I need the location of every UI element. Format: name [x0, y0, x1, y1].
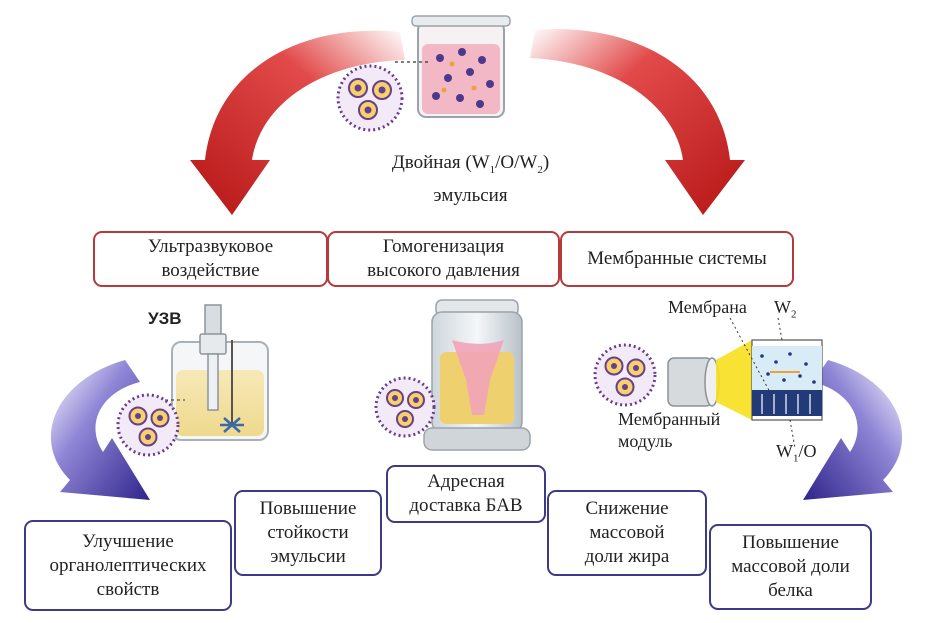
- droplet-icon-center: [374, 376, 436, 438]
- w1o-label-text: W: [776, 441, 793, 461]
- emulsion-sub-2: 2: [537, 163, 543, 176]
- emulsion-title: Двойная (W1/O/W2) эмульсия: [0, 150, 941, 209]
- method-homogenization-label: Гомогенизация высокого давления: [367, 236, 520, 281]
- w2-label-sub: 2: [791, 308, 797, 321]
- w2-label-text: W: [774, 297, 791, 317]
- w1o-label-sub: 1: [793, 452, 799, 465]
- emulsion-sub-1: 1: [489, 163, 496, 176]
- ultrasound-beaker-icon: [171, 304, 269, 441]
- method-membrane: Мембранные системы: [560, 231, 794, 287]
- uzv-label: УЗВ: [148, 309, 182, 328]
- outcome-fat: Снижение массовой доли жира: [547, 490, 707, 576]
- w2-label: W2: [774, 296, 797, 326]
- emulsion-line2: эмульсия: [433, 184, 508, 206]
- outcome-delivery: Адресная доставка БАВ: [386, 465, 546, 523]
- outcome-fat-label: Снижение массовой доли жира: [584, 498, 670, 567]
- droplet-icon-left: [116, 393, 180, 457]
- emulsion-line1-c: ): [542, 152, 550, 173]
- membrane-module-label: Мембранный модуль: [618, 409, 721, 451]
- w1o-label: W1/O: [776, 440, 817, 470]
- homogenizer-icon: [423, 299, 531, 451]
- blue-arrow-left: [50, 360, 150, 500]
- method-membrane-label: Мембранные системы: [587, 248, 767, 269]
- beaker-icon: [411, 15, 511, 118]
- droplet-icon: [336, 64, 404, 132]
- outcome-stability: Повышение стойкости эмульсии: [234, 490, 382, 576]
- outcome-organoleptic-label: Улучшение органолептических свойств: [49, 530, 207, 600]
- membrane-pointers: [729, 317, 796, 449]
- outcome-stability-label: Повышение стойкости эмульсии: [259, 498, 357, 567]
- outcome-organoleptic: Улучшение органолептических свойств: [24, 520, 232, 611]
- method-ultrasound: Ультразвуковое воздействие: [93, 231, 328, 287]
- blue-arrow-right: [803, 360, 903, 500]
- method-homogenization: Гомогенизация высокого давления: [327, 231, 560, 287]
- emulsion-line1-b: /O/W: [495, 152, 538, 173]
- outcome-protein: Повышение массовой доли белка: [709, 524, 872, 610]
- red-arrow-left: [190, 30, 405, 216]
- membrane-cell-icon: [751, 339, 823, 421]
- emulsion-line1-a: Двойная (W: [391, 152, 490, 173]
- outcome-protein-label: Повышение массовой доли белка: [731, 532, 850, 601]
- red-arrow-right: [530, 29, 745, 216]
- droplet-icon-right: [593, 343, 657, 407]
- outcome-delivery-label: Адресная доставка БАВ: [409, 471, 523, 516]
- membrane-module-icon: [667, 340, 752, 420]
- w1o-label-tail: /O: [798, 441, 817, 461]
- method-ultrasound-label: Ультразвуковое воздействие: [147, 236, 274, 281]
- membrane-label: Мембрана: [668, 297, 747, 317]
